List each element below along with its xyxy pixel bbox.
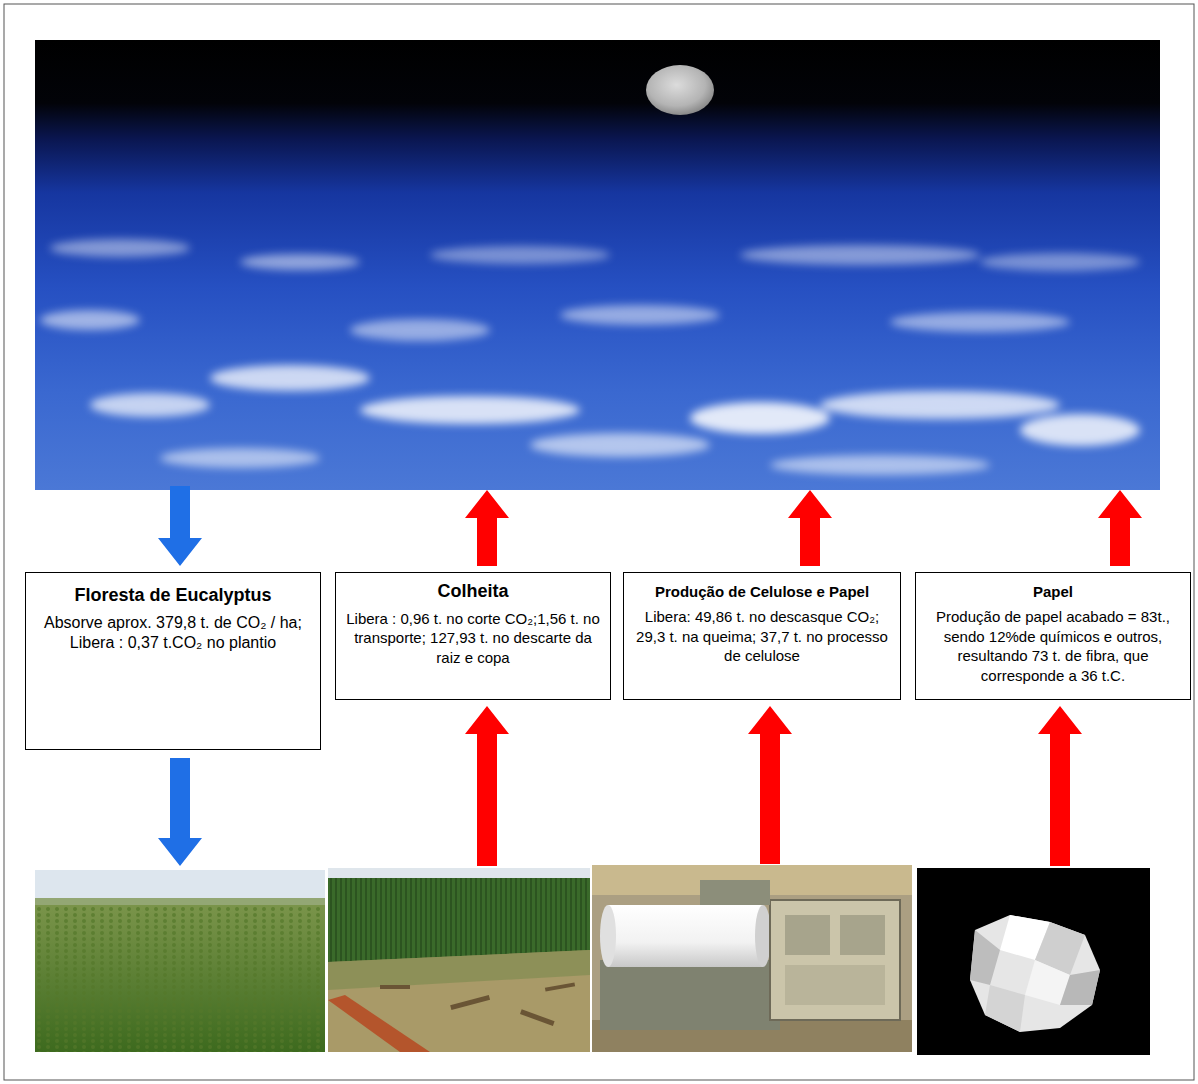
box-body: Produção de papel acabado = 83t., sendo … — [926, 607, 1180, 685]
text-box: Floresta de EucalyptusAbsorve aprox. 379… — [25, 572, 321, 750]
flow-arrow — [1038, 706, 1082, 866]
flow-arrow — [158, 486, 202, 566]
flow-arrow — [465, 706, 509, 866]
text-box: ColheitaLibera : 0,96 t. no corte CO₂;1,… — [335, 572, 611, 700]
paper-machine-photo — [592, 865, 912, 1052]
box-heading: Produção de Celulose e Papel — [634, 583, 890, 601]
flow-arrow — [788, 490, 832, 566]
flow-arrow — [465, 490, 509, 566]
box-body: Absorve aprox. 379,8 t. de CO₂ / ha; Lib… — [36, 613, 310, 655]
earth-atmosphere-photo — [35, 40, 1160, 490]
crumpled-paper-photo — [917, 868, 1150, 1055]
box-body: Libera : 0,96 t. no corte CO₂;1,56 t. no… — [346, 609, 600, 668]
flow-arrow — [1098, 490, 1142, 566]
box-heading: Colheita — [346, 581, 600, 603]
text-box: Produção de Celulose e PapelLibera: 49,8… — [623, 572, 901, 700]
box-body: Libera: 49,86 t. no descasque CO₂; 29,3 … — [634, 607, 890, 666]
box-heading: Floresta de Eucalyptus — [36, 585, 310, 607]
frame — [4, 4, 1194, 1080]
flow-arrow — [158, 758, 202, 866]
box-heading: Papel — [926, 583, 1180, 601]
text-box: PapelProdução de papel acabado = 83t., s… — [915, 572, 1191, 700]
forest-photo — [35, 870, 325, 1052]
harvest-photo — [328, 868, 590, 1052]
flow-arrow — [748, 706, 792, 864]
